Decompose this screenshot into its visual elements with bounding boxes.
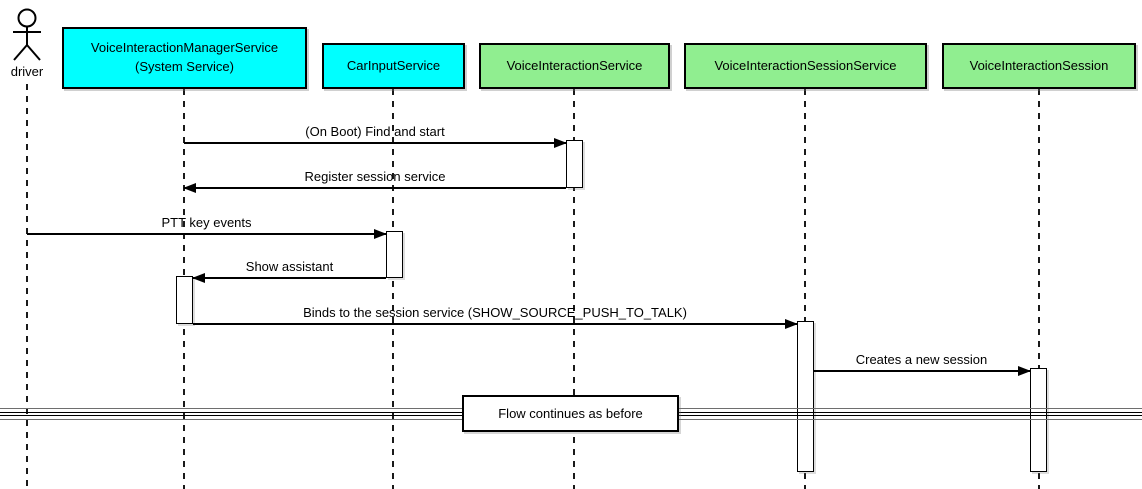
participant-voiceinteractionsessionservice: VoiceInteractionSessionService [684, 43, 927, 89]
participant-voiceinteractionmanagerservice: VoiceInteractionManagerService (System S… [62, 27, 307, 89]
message-show-assistant: Show assistant [192, 257, 386, 283]
actor-label: driver [10, 64, 44, 79]
arrowhead-right-icon [1018, 366, 1031, 376]
participant-label: VoiceInteractionSessionService [714, 57, 897, 73]
lifeline-voiceinteractionsessionservice [804, 89, 806, 489]
arrowhead-right-icon [785, 319, 798, 329]
message-binds-to-session-service: Binds to the session service (SHOW_SOURC… [193, 303, 798, 329]
participant-label: VoiceInteractionSession [969, 57, 1109, 73]
participant-carinputservice: CarInputService [322, 43, 465, 89]
message-line [27, 233, 386, 235]
activation-voiceinteractionmanagerservice [176, 276, 193, 324]
message-line [813, 370, 1030, 372]
participant-label: VoiceInteractionManagerService [90, 40, 279, 56]
arrowhead-right-icon [374, 229, 387, 239]
arrowhead-left-icon [183, 183, 196, 193]
message-line [184, 187, 566, 189]
participant-voiceinteractionsession: VoiceInteractionSession [942, 43, 1136, 89]
lifeline-voiceinteractionsession [1038, 89, 1040, 489]
message-label: (On Boot) Find and start [305, 124, 445, 139]
message-label: Creates a new session [855, 352, 988, 367]
message-line [193, 277, 386, 279]
message-label: PTT key events [161, 215, 252, 230]
message-label: Register session service [304, 169, 446, 184]
arrowhead-right-icon [554, 138, 567, 148]
divider-label: Flow continues as before [498, 406, 643, 421]
activation-carinputservice [386, 231, 403, 278]
participant-voiceinteractionservice: VoiceInteractionService [479, 43, 670, 89]
message-label: Show assistant [245, 259, 334, 274]
message-label: Binds to the session service (SHOW_SOURC… [303, 305, 687, 320]
message-register-session-service: Register session service [183, 167, 566, 193]
actor-icon [13, 8, 41, 61]
lifeline-voiceinteractionservice [573, 89, 575, 489]
participant-sublabel: (System Service) [135, 59, 234, 74]
arrowhead-left-icon [192, 273, 205, 283]
message-line [184, 142, 566, 144]
activation-voiceinteractionsession [1030, 368, 1047, 472]
divider-label-box: Flow continues as before [462, 395, 679, 432]
message-ptt-key-events: PTT key events [27, 213, 387, 239]
lifeline-driver [26, 84, 28, 489]
message-creates-new-session: Creates a new session [813, 350, 1031, 376]
activation-voiceinteractionservice [566, 140, 583, 188]
activation-voiceinteractionsessionservice [797, 321, 814, 472]
participant-label: VoiceInteractionService [506, 57, 643, 73]
message-find-and-start: (On Boot) Find and start [184, 122, 567, 148]
participant-label: CarInputService [346, 57, 441, 73]
lifeline-carinputservice [392, 89, 394, 489]
message-line [193, 323, 797, 325]
